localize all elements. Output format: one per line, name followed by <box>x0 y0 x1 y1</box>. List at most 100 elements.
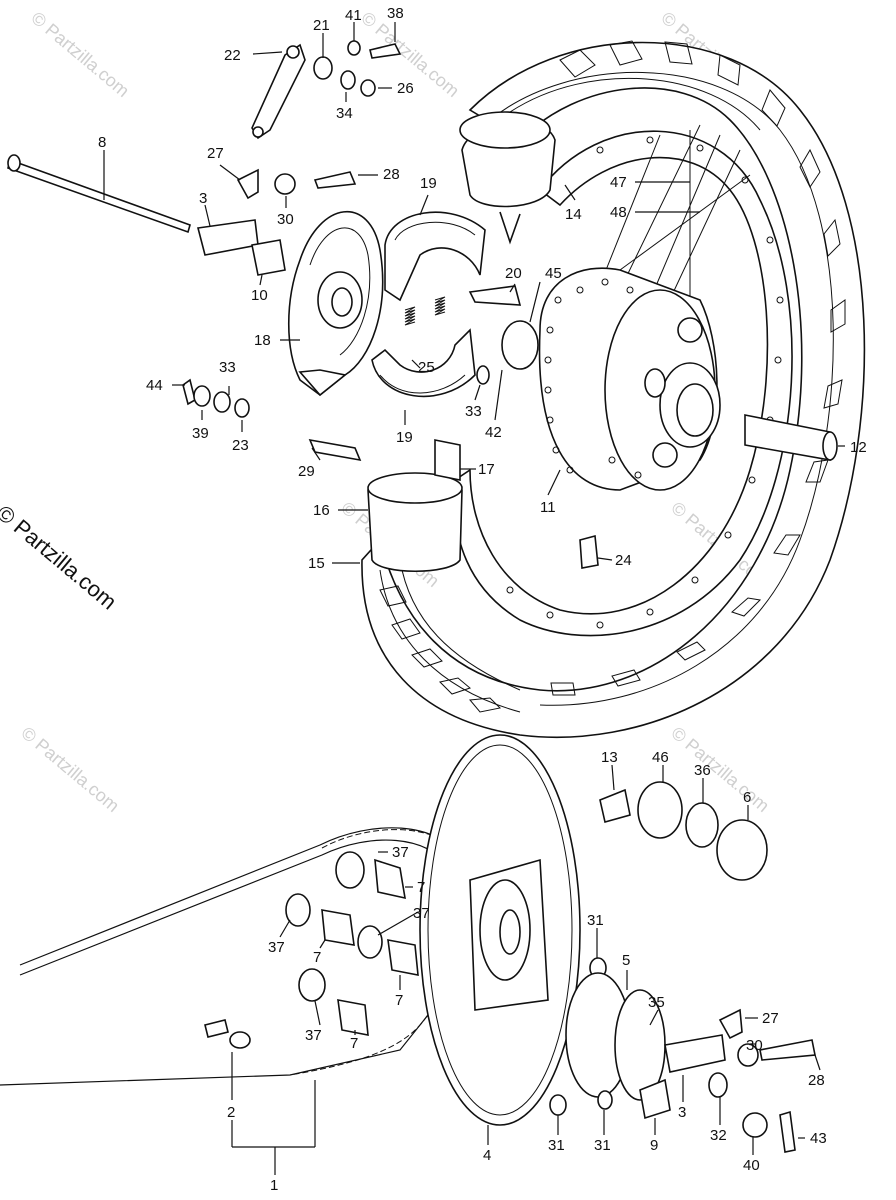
washer-26 <box>360 79 376 97</box>
tire <box>361 40 866 739</box>
hub-cover <box>367 439 463 572</box>
label-6: 6 <box>743 789 751 806</box>
label-41: 41 <box>345 7 362 24</box>
label-36: 36 <box>694 762 711 779</box>
label-44: 44 <box>146 377 163 394</box>
watermark: © Partzilla.com <box>17 723 123 816</box>
collar-13 <box>599 788 631 823</box>
label-37-c: 37 <box>268 939 285 956</box>
label-30-upper: 30 <box>277 211 294 228</box>
label-28-lower: 28 <box>808 1072 825 1089</box>
bolt-28-upper <box>313 171 357 189</box>
label-19-upper: 19 <box>420 175 437 192</box>
label-34: 34 <box>336 105 353 122</box>
label-7-b: 7 <box>313 949 321 966</box>
bolt-38 <box>369 43 402 59</box>
label-30-lower: 30 <box>746 1037 763 1054</box>
label-7-c: 7 <box>395 992 403 1009</box>
label-5: 5 <box>622 952 630 969</box>
label-27-upper: 27 <box>207 145 224 162</box>
label-23: 23 <box>232 437 249 454</box>
label-37-d: 37 <box>305 1027 322 1044</box>
label-7-a: 7 <box>417 879 425 896</box>
part-27-upper <box>236 168 259 200</box>
washer-33-left <box>213 391 231 413</box>
nut-40 <box>742 1112 768 1138</box>
label-7-d: 7 <box>350 1035 358 1052</box>
label-32: 32 <box>710 1127 727 1144</box>
label-33-right: 33 <box>465 403 482 420</box>
leader-lines <box>103 22 845 1175</box>
label-48: 48 <box>610 204 627 221</box>
label-40: 40 <box>743 1157 760 1174</box>
collar-10 <box>251 239 286 276</box>
watermark: © Partzilla.com <box>667 723 773 816</box>
weight-24 <box>579 534 599 569</box>
label-47: 47 <box>610 174 627 191</box>
brake-shoe-upper <box>384 211 486 302</box>
label-33-left: 33 <box>219 359 236 376</box>
brake-panel <box>287 211 384 397</box>
brake-arm <box>251 43 306 140</box>
label-18: 18 <box>254 332 271 349</box>
label-21: 21 <box>313 17 330 34</box>
sprocket <box>419 734 581 1126</box>
cotter-pin-43 <box>779 1110 796 1153</box>
rim-band <box>459 111 556 245</box>
bearing-45 <box>501 320 539 370</box>
adjuster-3-upper <box>197 219 259 256</box>
label-27-lower: 27 <box>762 1010 779 1027</box>
label-10: 10 <box>251 287 268 304</box>
label-42: 42 <box>485 424 502 441</box>
label-31-middle: 31 <box>594 1137 611 1154</box>
label-37-b: 37 <box>413 905 430 922</box>
washer-42 <box>476 365 490 385</box>
label-35: 35 <box>648 994 665 1011</box>
label-12: 12 <box>850 439 867 456</box>
bearing-46 <box>637 781 683 839</box>
label-24: 24 <box>615 552 632 569</box>
bolt-28-lower <box>759 1039 816 1061</box>
label-13: 13 <box>601 749 618 766</box>
label-15: 15 <box>308 555 325 572</box>
label-31-bottom: 31 <box>548 1137 565 1154</box>
key-29 <box>308 438 362 462</box>
label-16: 16 <box>313 502 330 519</box>
label-19-lower: 19 <box>396 429 413 446</box>
label-17: 17 <box>478 461 495 478</box>
part-27-lower <box>718 1008 743 1040</box>
label-26: 26 <box>397 80 414 97</box>
label-29: 29 <box>298 463 315 480</box>
label-4: 4 <box>483 1147 491 1164</box>
label-46: 46 <box>652 749 669 766</box>
nut-30-upper <box>274 173 296 195</box>
spokes <box>599 124 751 311</box>
label-37-a: 37 <box>392 844 409 861</box>
part-21 <box>313 56 333 80</box>
label-11: 11 <box>540 499 556 516</box>
adjuster-3-lower <box>664 1034 726 1073</box>
axle-spacer <box>744 414 838 461</box>
watermark: © Partzilla.com <box>27 8 133 101</box>
master-link <box>204 1019 251 1049</box>
label-3-lower: 3 <box>678 1104 686 1121</box>
part-39 <box>193 385 211 407</box>
pin-20 <box>468 285 522 306</box>
label-14: 14 <box>565 206 582 223</box>
label-9: 9 <box>650 1137 658 1154</box>
seal-36 <box>685 802 719 848</box>
collar-6 <box>716 819 768 881</box>
clip-44 <box>182 378 196 406</box>
washer-23 <box>234 398 250 418</box>
label-28-upper: 28 <box>383 166 400 183</box>
nut-30-lower <box>737 1043 759 1067</box>
collar-9 <box>639 1078 671 1120</box>
dampers <box>285 851 419 1036</box>
label-20: 20 <box>505 265 522 282</box>
label-38: 38 <box>387 5 404 22</box>
label-39: 39 <box>192 425 209 442</box>
label-31-top: 31 <box>587 912 604 929</box>
axle <box>7 154 191 234</box>
washer-32 <box>708 1072 728 1098</box>
